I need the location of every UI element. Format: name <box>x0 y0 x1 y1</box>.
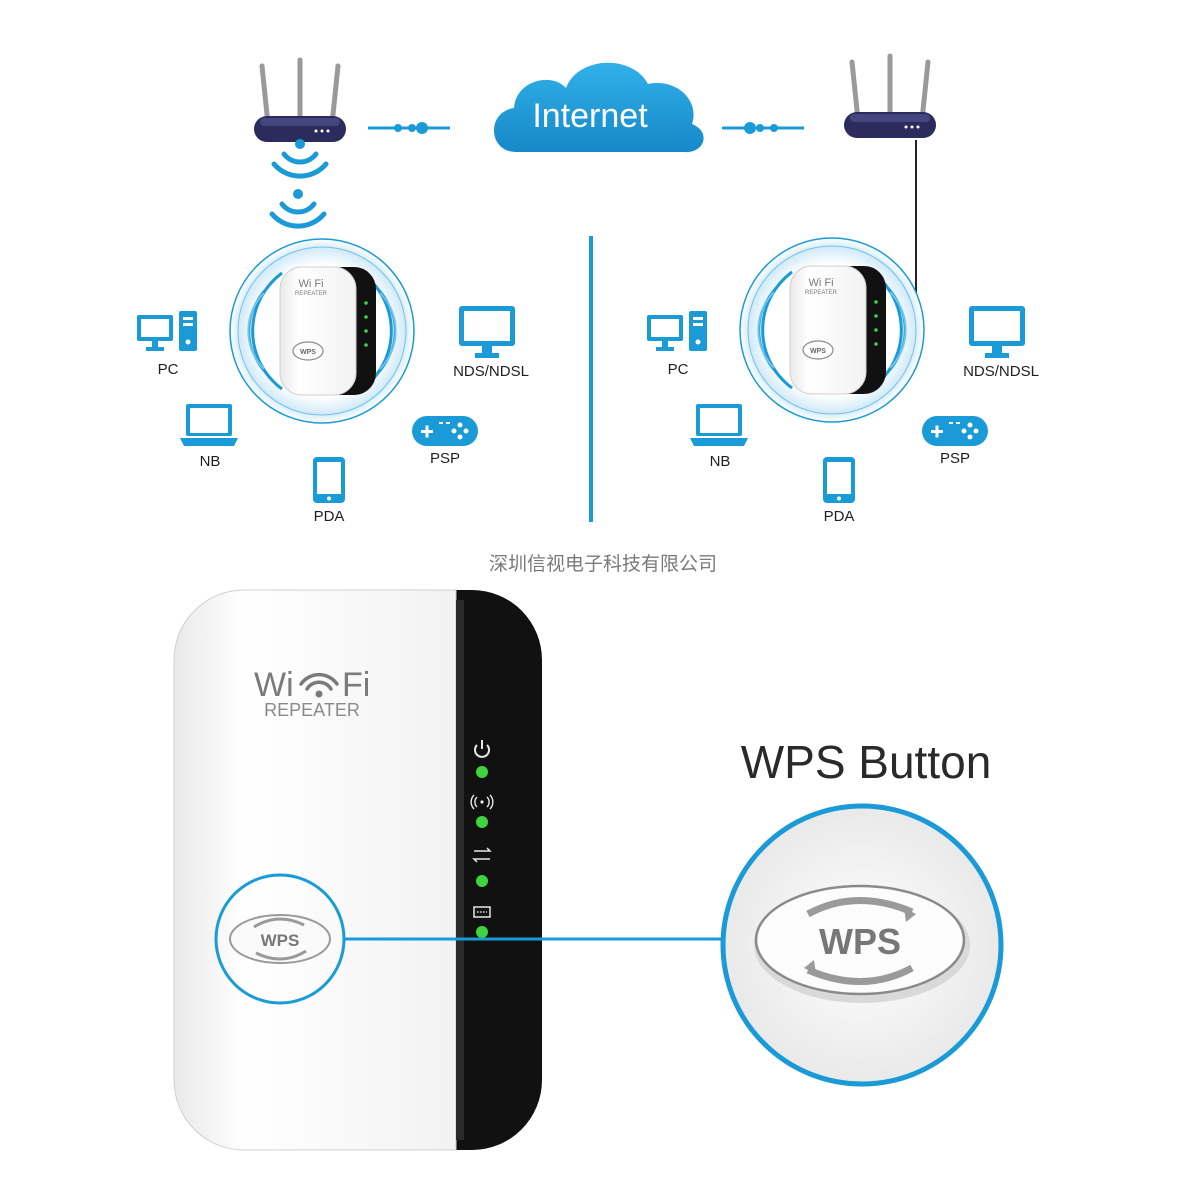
big-brand-wifi-icon <box>299 672 339 698</box>
left-psp-label: PSP <box>430 450 460 467</box>
wifi-signal-lower-icon <box>272 189 324 226</box>
callout-title: WPS Button <box>741 736 992 788</box>
right-mini-brand: Wi Fi <box>808 277 833 289</box>
big-brand-sub: REPEATER <box>264 700 360 720</box>
power-led <box>476 766 488 778</box>
right-psp-icon <box>922 416 988 446</box>
power-icon <box>474 740 490 758</box>
right-pc-label: PC <box>668 361 689 378</box>
transfer-icon <box>472 847 492 863</box>
wireless-led <box>476 816 488 828</box>
connection-right-icon <box>720 120 806 136</box>
left-mini-brand: Wi Fi <box>298 278 323 290</box>
left-psp-icon <box>412 416 478 446</box>
big-repeater <box>173 589 542 1151</box>
lan-icon <box>473 906 491 918</box>
connection-left-icon <box>366 120 452 136</box>
left-pda-icon <box>313 457 345 503</box>
right-pda-icon <box>823 457 855 503</box>
right-pc-icon <box>647 311 707 351</box>
right-mini-brand-sub: REPEATER <box>805 290 838 296</box>
right-mini-repeater <box>789 265 887 395</box>
left-pc-icon <box>137 311 197 351</box>
left-mini-wps: WPS <box>300 349 316 356</box>
left-nds-icon <box>459 306 515 358</box>
wireless-icon <box>470 794 494 810</box>
router-left-icon <box>254 60 346 142</box>
transfer-led <box>476 875 488 887</box>
wifi-signal-upper-icon <box>274 139 326 176</box>
left-nb-label: NB <box>200 453 221 470</box>
right-psp-label: PSP <box>940 450 970 467</box>
right-pda-label: PDA <box>824 508 855 525</box>
big-brand-wi: Wi <box>254 666 294 704</box>
right-nds-label: NDS/NDSL <box>963 363 1039 380</box>
right-nds-icon <box>969 306 1025 358</box>
left-mini-repeater <box>279 266 377 396</box>
internet-cloud-icon <box>493 62 704 153</box>
zoom-wps-label: WPS <box>819 921 901 962</box>
left-pc-label: PC <box>158 361 179 378</box>
company-name: 深圳信视电子科技有限公司 <box>489 553 717 575</box>
zoom-wps-button[interactable] <box>754 884 966 996</box>
big-wps-label: WPS <box>261 931 300 950</box>
lan-led <box>476 926 488 938</box>
big-brand-fi: Fi <box>342 666 370 704</box>
right-mini-wps: WPS <box>810 348 826 355</box>
router-right-icon <box>844 56 936 138</box>
left-nb-icon <box>180 404 238 446</box>
big-wps-button[interactable] <box>229 914 331 964</box>
right-nb-label: NB <box>710 453 731 470</box>
left-mini-brand-sub: REPEATER <box>295 291 328 297</box>
left-nds-label: NDS/NDSL <box>453 363 529 380</box>
right-nb-icon <box>690 404 748 446</box>
left-pda-label: PDA <box>314 508 345 525</box>
cloud-label: Internet <box>532 97 648 135</box>
